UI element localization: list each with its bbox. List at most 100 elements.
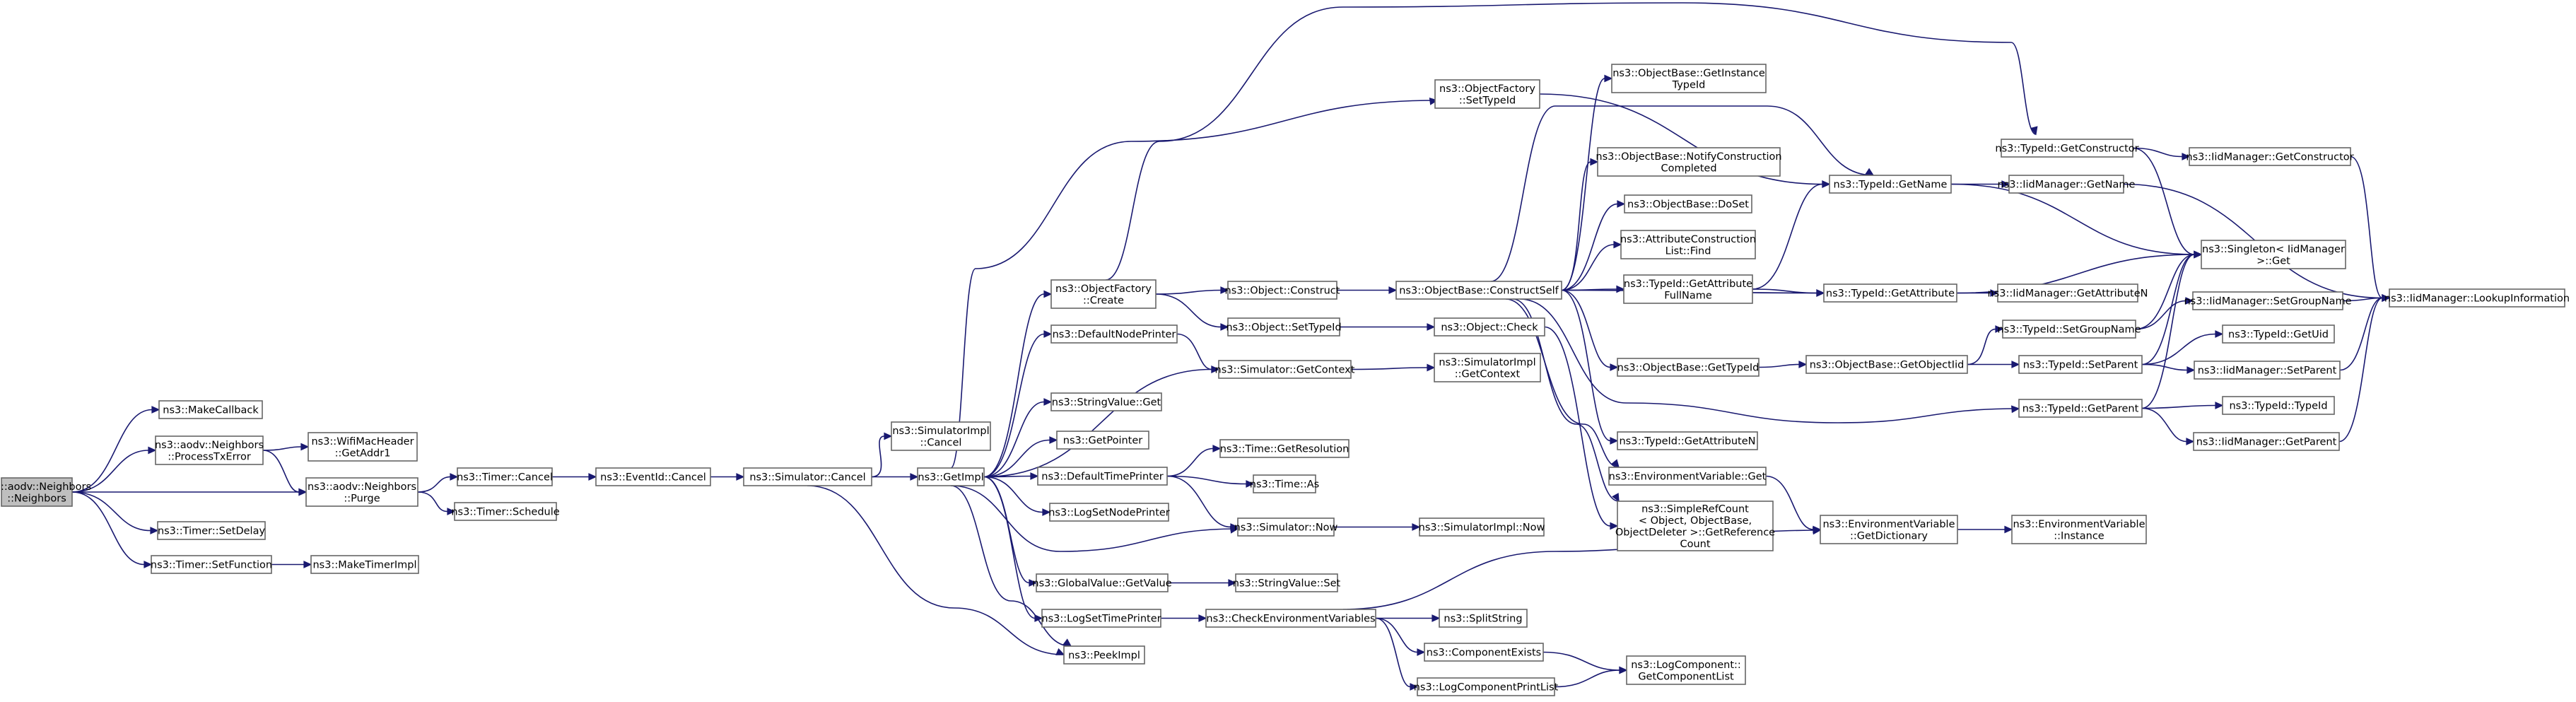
- node-box: [1419, 517, 1545, 537]
- node-ns3-simulator-now[interactable]: ns3::Simulator::Now: [1234, 517, 1338, 537]
- node-label: ns3::TypeId::GetParent: [2022, 404, 2139, 415]
- node-label: ns3::ObjectBase::GetInstance: [1612, 68, 1765, 79]
- node-box: [1056, 431, 1149, 450]
- node-ns3-objectfactory-create[interactable]: ns3::ObjectFactory::Create: [1050, 279, 1157, 309]
- node-ns3-maketimerimpl[interactable]: ns3::MakeTimerImpl: [310, 555, 419, 574]
- node-ns3-time-getresolution[interactable]: ns3::Time::GetResolution: [1219, 439, 1350, 458]
- node-label: ns3::ObjectBase::NotifyConstruction: [1596, 151, 1781, 163]
- node-ns3-aodv-neighbors-purge[interactable]: ns3::aodv::Neighbors::Purge: [305, 477, 418, 507]
- node-ns3-typeid-getattributen[interactable]: ns3::TypeId::GetAttributeN: [1617, 431, 1758, 450]
- node-label: ns3::Time::As: [1250, 479, 1319, 491]
- node-ns3-simulatorimpl-cancel[interactable]: ns3::SimulatorImpl::Cancel: [891, 421, 991, 451]
- node-ns3-objectfactory-settypeid[interactable]: ns3::ObjectFactory::SetTypeId: [1434, 79, 1540, 109]
- node-ns3-aodv-neighbors-neighbors[interactable]: ns3::aodv::Neighbors::Neighbors: [0, 477, 91, 507]
- node-ns3-iidmanager-setparent[interactable]: ns3::IidManager::SetParent: [2194, 361, 2341, 380]
- edge-n38-to-n39: [2141, 402, 2224, 409]
- node-box: [1041, 609, 1161, 628]
- edge-n56-to-n58: [1375, 617, 1426, 656]
- node-ns3-object-check[interactable]: ns3::Object::Check: [1434, 317, 1545, 337]
- edge-n6-to-n7: [710, 473, 745, 481]
- node-ns3-timer-setfunction[interactable]: ns3::Timer::SetFunction: [151, 555, 272, 574]
- node-ns3-eventid-cancel[interactable]: ns3::EventId::Cancel: [595, 467, 711, 486]
- node-ns3-iidmanager-lookupinformation[interactable]: ns3::IidManager::LookupInformation: [2384, 288, 2570, 308]
- node-label: ns3::StringValue::Set: [1233, 578, 1341, 590]
- node-ns3-iidmanager-getparent[interactable]: ns3::IidManager::GetParent: [2193, 432, 2340, 451]
- node-label: ns3::DefaultTimePrinter: [1041, 472, 1163, 483]
- node-ns3-typeid-typeid[interactable]: ns3::TypeId::TypeId: [2222, 396, 2335, 415]
- node-ns3-typeid-setparent[interactable]: ns3::TypeId::SetParent: [2018, 355, 2143, 374]
- node-ns3-singleton-iidmanager-get[interactable]: ns3::Singleton< IidManager>::Get: [2201, 240, 2346, 269]
- node-box: [308, 432, 418, 462]
- node-ns3-simulatorimpl-getcontext[interactable]: ns3::SimulatorImpl::GetContext: [1434, 353, 1541, 382]
- node-ns3-object-construct[interactable]: ns3::Object::Construct: [1225, 281, 1340, 300]
- node-ns3-time-as[interactable]: ns3::Time::As: [1250, 474, 1319, 493]
- node-ns3-objectbase-getobjectiid[interactable]: ns3::ObjectBase::GetObjectIid: [1805, 355, 1968, 374]
- node-ns3-simulatorimpl-now[interactable]: ns3::SimulatorImpl::Now: [1419, 517, 1545, 537]
- node-ns3-checkenvironmentvariables[interactable]: ns3::CheckEnvironmentVariables: [1205, 609, 1376, 628]
- node-ns3-defaultnodeprinter[interactable]: ns3::DefaultNodePrinter: [1050, 324, 1178, 344]
- node-ns3-typeid-getname[interactable]: ns3::TypeId::GetName: [1829, 175, 1952, 194]
- node-ns3-logsettimeprinter[interactable]: ns3::LogSetTimePrinter: [1041, 609, 1161, 628]
- node-ns3-typeid-getconstructor[interactable]: ns3::TypeId::GetConstructor: [1995, 139, 2139, 158]
- node-ns3-objectbase-doset[interactable]: ns3::ObjectBase::DoSet: [1624, 194, 1752, 213]
- node-ns3-iidmanager-getconstructor[interactable]: ns3::IidManager::GetConstructor: [2186, 147, 2354, 166]
- node-ns3-getpointer[interactable]: ns3::GetPointer: [1056, 431, 1149, 450]
- node-label: ::GetDictionary: [1850, 530, 1928, 542]
- node-ns3-simplerefcount-object-objectbase-objectdeleter-getreferencecount[interactable]: ns3::SimpleRefCount< Object, ObjectBase,…: [1615, 501, 1775, 551]
- node-ns3-environmentvariable-instance[interactable]: ns3::EnvironmentVariable::Instance: [2011, 515, 2147, 544]
- node-ns3-logcomponentprintlist[interactable]: ns3::LogComponentPrintList: [1414, 677, 1559, 696]
- node-ns3-simulator-cancel[interactable]: ns3::Simulator::Cancel: [743, 467, 872, 486]
- node-ns3-stringvalue-set[interactable]: ns3::StringValue::Set: [1233, 573, 1341, 592]
- node-box: [1434, 317, 1545, 337]
- node-box: [1623, 274, 1753, 304]
- node-label: ns3::TypeId::TypeId: [2229, 401, 2327, 412]
- node-ns3-iidmanager-setgroupname[interactable]: ns3::IidManager::SetGroupName: [2184, 291, 2352, 310]
- node-ns3-globalvalue-getvalue[interactable]: ns3::GlobalValue::GetValue: [1032, 573, 1172, 592]
- node-ns3-objectbase-gettypeid[interactable]: ns3::ObjectBase::GetTypeId: [1617, 358, 1760, 377]
- edge-n51-to-n52: [1334, 523, 1421, 531]
- node-ns3-simulator-getcontext[interactable]: ns3::Simulator::GetContext: [1215, 360, 1355, 379]
- node-label: ns3::SplitString: [1444, 614, 1522, 625]
- node-label: FullName: [1664, 290, 1712, 301]
- node-ns3-typeid-getuid[interactable]: ns3::TypeId::GetUid: [2222, 324, 2335, 344]
- node-ns3-typeid-getattribute[interactable]: ns3::TypeId::GetAttribute: [1823, 283, 1957, 303]
- node-box: [595, 467, 711, 486]
- node-label: ns3::IidManager::GetAttributeN: [1987, 288, 2148, 300]
- node-box: [1434, 353, 1541, 382]
- node-ns3-aodv-neighbors-processtxerror[interactable]: ns3::aodv::Neighbors::ProcessTxError: [155, 435, 264, 465]
- node-label: ns3::LogComponentPrintList: [1414, 682, 1559, 694]
- node-ns3-logcomponent-getcomponentlist[interactable]: ns3::LogComponent::GetComponentList: [1626, 655, 1746, 685]
- node-ns3-splitstring[interactable]: ns3::SplitString: [1439, 609, 1528, 628]
- node-ns3-environmentvariable-get[interactable]: ns3::EnvironmentVariable::Get: [1608, 467, 1767, 486]
- edge-n14-to-n24: [1490, 105, 1875, 282]
- node-ns3-object-settypeid[interactable]: ns3::Object::SetTypeId: [1226, 317, 1342, 337]
- edge-n55-to-n56: [1161, 614, 1207, 622]
- node-ns3-typeid-setgroupname[interactable]: ns3::TypeId::SetGroupName: [1997, 320, 2141, 339]
- node-ns3-typeid-getparent[interactable]: ns3::TypeId::GetParent: [2018, 399, 2143, 418]
- node-ns3-makecallback[interactable]: ns3::MakeCallback: [158, 400, 263, 419]
- node-label: ns3::TypeId::GetUid: [2228, 329, 2329, 341]
- node-ns3-peekimpl[interactable]: ns3::PeekImpl: [1063, 645, 1145, 665]
- node-ns3-environmentvariable-getdictionary[interactable]: ns3::EnvironmentVariable::GetDictionary: [1820, 515, 1958, 544]
- node-box: [1235, 573, 1338, 592]
- node-ns3-objectbase-notifyconstructioncompleted[interactable]: ns3::ObjectBase::NotifyConstructionCompl…: [1596, 147, 1782, 177]
- edge-n32-to-n33: [1967, 325, 2004, 365]
- node-ns3-logsetnodeprinter[interactable]: ns3::LogSetNodePrinter: [1048, 503, 1170, 522]
- node-label: >::Get: [2256, 255, 2290, 267]
- node-box: [457, 467, 553, 486]
- node-ns3-componentexists[interactable]: ns3::ComponentExists: [1424, 643, 1544, 662]
- node-ns3-getimpl[interactable]: ns3::GetImpl: [917, 467, 985, 486]
- node-ns3-timer-cancel[interactable]: ns3::Timer::Cancel: [457, 467, 553, 486]
- node-ns3-iidmanager-getname[interactable]: ns3::IidManager::GetName: [1998, 175, 2136, 194]
- node-label: ns3::Simulator::GetContext: [1215, 365, 1355, 376]
- node-ns3-wifimacheader-getaddr1[interactable]: ns3::WifiMacHeader::GetAddr1: [308, 432, 418, 462]
- node-ns3-objectbase-constructself[interactable]: ns3::ObjectBase::ConstructSelf: [1395, 281, 1562, 300]
- node-ns3-stringvalue-get[interactable]: ns3::StringValue::Get: [1050, 392, 1162, 411]
- node-ns3-timer-setdelay[interactable]: ns3::Timer::SetDelay: [157, 521, 266, 540]
- node-ns3-iidmanager-getattributen[interactable]: ns3::IidManager::GetAttributeN: [1987, 283, 2148, 303]
- node-ns3-defaulttimeprinter[interactable]: ns3::DefaultTimePrinter: [1037, 467, 1168, 486]
- node-ns3-timer-schedule[interactable]: ns3::Timer::Schedule: [451, 502, 560, 521]
